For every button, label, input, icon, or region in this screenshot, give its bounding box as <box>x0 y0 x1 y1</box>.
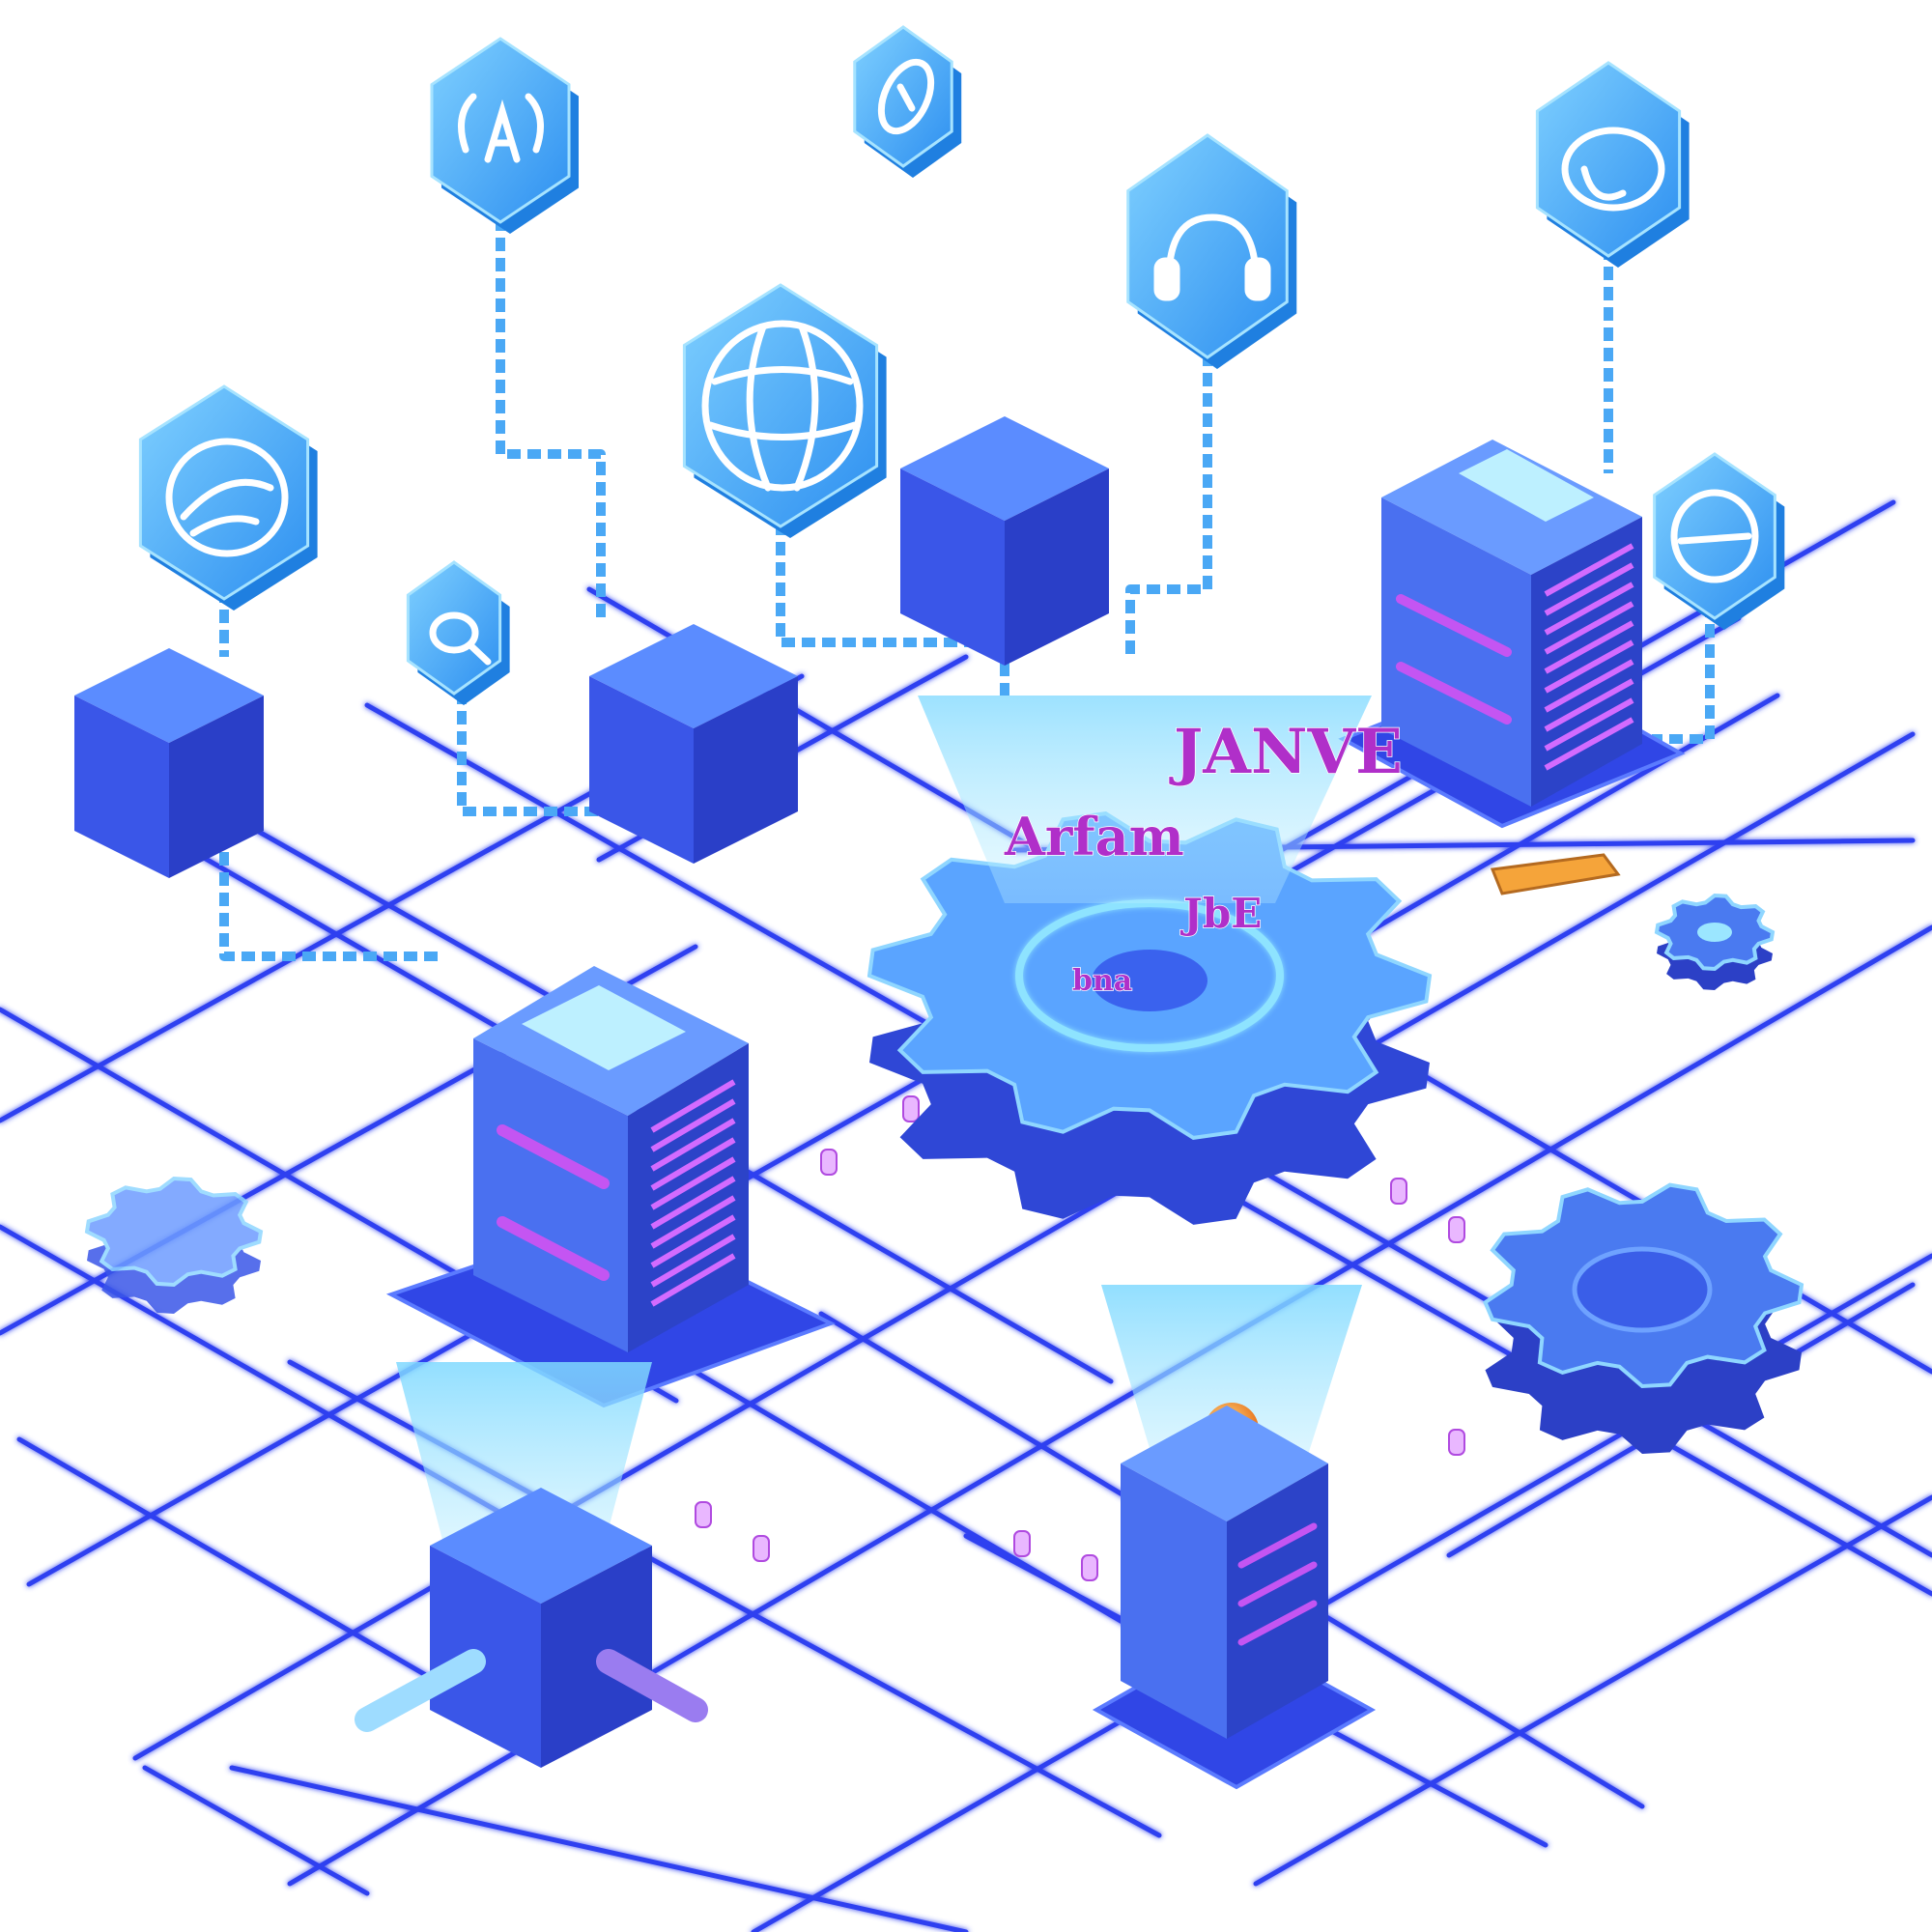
hex-tile-letter-a <box>430 37 580 234</box>
cube-right <box>541 1546 652 1768</box>
hologram-text-bna: bna <box>1072 964 1132 998</box>
small-gear-left <box>84 1176 264 1314</box>
cube-left <box>430 1546 541 1768</box>
hologram-text-jbe: JbE <box>1179 890 1262 937</box>
right-gear <box>1483 1182 1804 1454</box>
cloud-icon <box>1561 127 1665 212</box>
gear-hub <box>1697 923 1732 942</box>
grid-line <box>1253 1494 1932 1887</box>
central-gear <box>867 811 1433 1225</box>
server-front <box>1121 1463 1227 1739</box>
hex-tile-cloud <box>1535 61 1690 268</box>
bead <box>753 1535 770 1562</box>
server-slots <box>1237 1522 1318 1646</box>
cube-box <box>589 624 798 864</box>
letter-a-icon <box>458 93 544 163</box>
gear-body <box>1654 893 1776 990</box>
cube-right <box>1005 469 1109 666</box>
hex-tile-headphones <box>1126 133 1297 369</box>
hex-face <box>1126 133 1289 359</box>
hex-face <box>430 37 571 224</box>
grid-line <box>142 1765 370 1896</box>
hologram-text-janve: JANVE <box>1169 716 1403 788</box>
headphones-icon <box>1153 213 1271 301</box>
server-screen <box>1459 449 1594 522</box>
hologram-server-bottom <box>1092 1285 1377 1790</box>
hologram-display: JANVE Arfam JbE bna <box>918 696 1404 999</box>
connector-letter-a <box>496 217 606 618</box>
cube-left <box>900 469 1005 666</box>
link-icon <box>877 58 935 135</box>
chat-bubble-icon <box>1670 489 1759 583</box>
grid-line <box>16 1436 505 1722</box>
bead <box>1448 1429 1465 1456</box>
hex-face <box>138 384 310 601</box>
bead <box>695 1501 712 1528</box>
server-vents <box>1544 543 1634 771</box>
globe-icon <box>701 320 864 492</box>
hologram-text-arfam: Arfam <box>1004 806 1184 867</box>
server-slots <box>497 1124 610 1281</box>
hex-icon-glyphs <box>165 58 1759 666</box>
bead <box>1448 1216 1465 1243</box>
floating-hex-icons <box>138 25 1785 705</box>
bead <box>1081 1554 1098 1581</box>
pipe-left <box>355 1649 486 1732</box>
server-top <box>1121 1406 1328 1521</box>
connector-chat <box>1652 604 1715 744</box>
gear-face <box>84 1176 264 1288</box>
hologram-beam <box>918 696 1372 903</box>
grid-line <box>229 1765 969 1932</box>
hex-tile-search <box>406 560 510 705</box>
cube-left <box>74 696 169 878</box>
server-top <box>1381 440 1642 575</box>
orange-chip <box>1490 853 1621 895</box>
server-vents <box>650 1079 736 1307</box>
server-tower-left <box>385 966 837 1408</box>
wifi-signal-icon <box>165 438 289 557</box>
connector-cube-left-down <box>219 811 440 961</box>
gear-body <box>84 1176 264 1314</box>
bead <box>820 1149 838 1176</box>
cube-box <box>74 648 264 878</box>
search-icon <box>429 611 492 666</box>
server-side <box>628 1043 749 1352</box>
bead <box>902 1095 920 1122</box>
hex-face <box>1535 61 1682 258</box>
gear-body <box>1483 1182 1804 1454</box>
connector-globe <box>776 522 1009 696</box>
server-slots <box>1396 594 1512 724</box>
connector-headphones <box>1125 353 1212 657</box>
hex-face <box>406 560 502 696</box>
small-gear-right <box>1654 893 1776 990</box>
link-beads <box>695 1095 1465 1581</box>
cube-right <box>694 676 798 864</box>
bead <box>1013 1530 1031 1557</box>
cube-right <box>169 696 264 878</box>
hologram-cube-left <box>355 1362 708 1768</box>
cube-devices <box>74 416 1109 878</box>
bead <box>1390 1178 1407 1205</box>
server-tower-right <box>1338 440 1686 829</box>
gear-hub <box>1092 950 1208 1011</box>
pipe-right <box>596 1649 708 1722</box>
server-front <box>1381 497 1531 807</box>
gear-hub <box>1572 1246 1713 1333</box>
cube-box <box>900 416 1109 666</box>
cube-left <box>589 676 694 864</box>
server-screen <box>522 985 686 1070</box>
